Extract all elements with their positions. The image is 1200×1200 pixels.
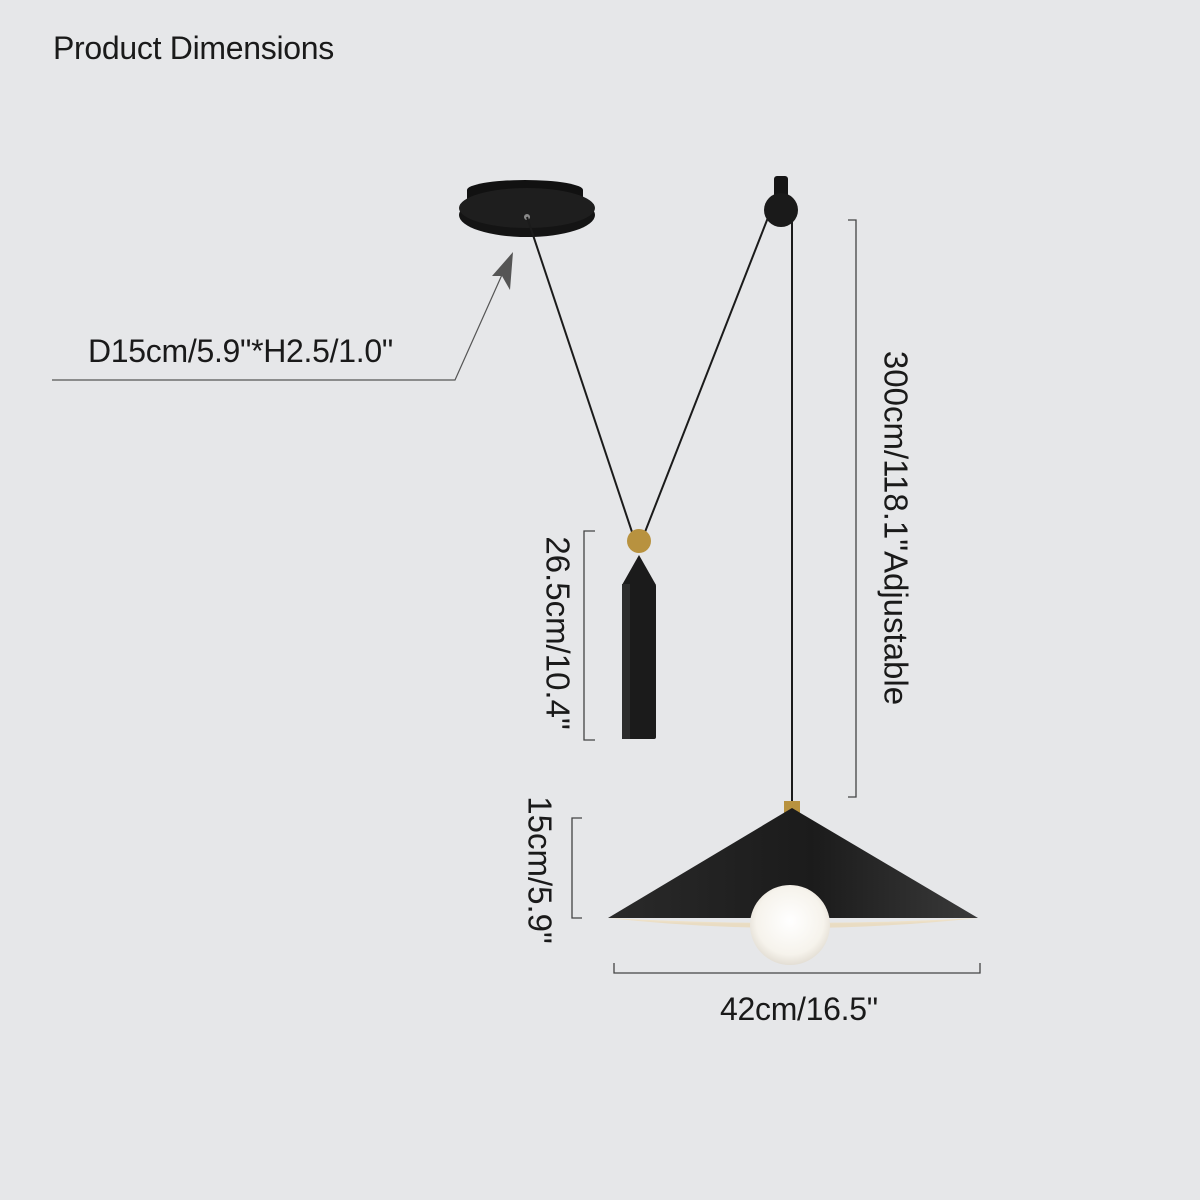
shade-width-bracket — [613, 963, 981, 974]
cable-length-label: 300cm/118.1"Adjustable — [877, 350, 915, 706]
lamp-shade — [608, 801, 978, 965]
pulley — [764, 176, 798, 227]
shade-height-bracket — [571, 817, 582, 919]
page-title: Product Dimensions — [53, 30, 334, 66]
ceiling-canopy — [459, 180, 595, 237]
dimension-lines — [571, 219, 981, 974]
counterweight-bracket — [583, 530, 595, 741]
suspension-cables — [526, 214, 793, 808]
canopy-dimension-label: D15cm/5.9"*H2.5/1.0" — [88, 333, 393, 369]
shade-width-label: 42cm/16.5" — [720, 991, 878, 1027]
shade-height-label: 15cm/5.9" — [521, 796, 559, 944]
counterweight — [622, 529, 656, 739]
canopy-leader-arrow — [52, 252, 513, 381]
counterweight-height-label: 26.5cm/10.4" — [539, 536, 577, 730]
cable-length-bracket — [848, 219, 857, 798]
